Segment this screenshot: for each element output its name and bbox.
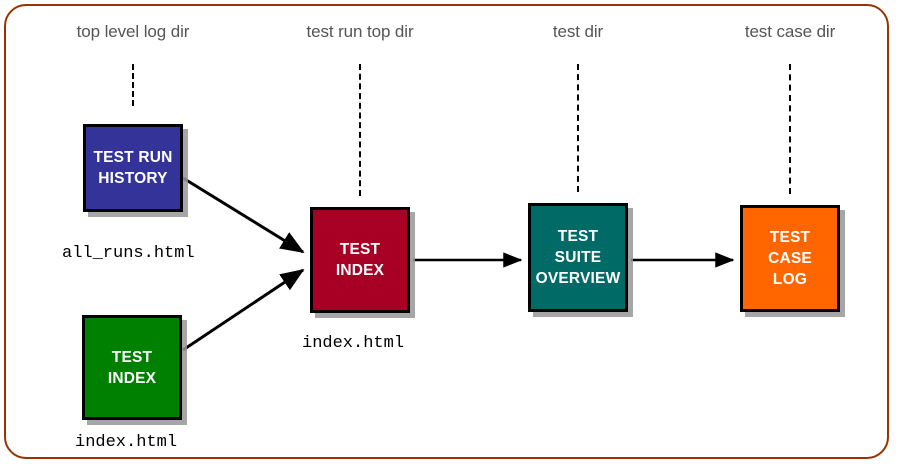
node-test-index-line-2: INDEX (335, 262, 385, 279)
node-test-index[interactable]: TEST INDEX (310, 207, 410, 313)
node-test-case-log-line-2: CASE (768, 250, 812, 267)
column-header-test-dir: test dir (552, 22, 604, 41)
file-label-index-html-test-run: index.html (302, 334, 405, 353)
node-test-case-log-line-1: TEST (769, 229, 811, 246)
node-test-suite-overview-line-2: SUITE (554, 249, 602, 266)
column-header-test-case-dir: test case dir (744, 22, 836, 41)
dashed-guide-test-run-top-dir (359, 64, 361, 196)
node-test-index-all-runs[interactable]: TEST INDEX (82, 315, 182, 420)
node-test-case-log[interactable]: TEST CASE LOG (740, 205, 840, 312)
column-header-test-run-top-dir: test run top dir (306, 22, 414, 41)
column-header-top-level-log-dir: top level log dir (76, 22, 190, 41)
node-test-suite-overview-line-1: TEST (557, 228, 599, 245)
arrow-history-to-index (182, 176, 305, 254)
dashed-guide-top-level-log-dir (132, 64, 134, 106)
dashed-guide-test-dir (577, 64, 579, 192)
node-test-case-log-line-3: LOG (772, 271, 808, 288)
node-test-run-history-line-2: HISTORY (98, 170, 168, 187)
node-test-suite-overview[interactable]: TEST SUITE OVERVIEW (528, 203, 628, 312)
arrow-green-to-index (182, 268, 305, 352)
node-test-suite-overview-line-3: OVERVIEW (535, 270, 621, 287)
file-label-all-runs-html: all_runs.html (62, 244, 195, 263)
node-test-run-history[interactable]: TEST RUN HISTORY (83, 124, 183, 212)
node-test-index-all-runs-line-2: INDEX (107, 369, 157, 387)
dashed-guide-test-case-dir (789, 64, 791, 194)
file-label-index-html-top-level: index.html (75, 433, 178, 452)
node-test-run-history-line-1: TEST RUN (93, 149, 173, 166)
node-test-index-line-1: TEST (339, 241, 381, 258)
node-test-index-all-runs-line-1: TEST (111, 348, 153, 366)
